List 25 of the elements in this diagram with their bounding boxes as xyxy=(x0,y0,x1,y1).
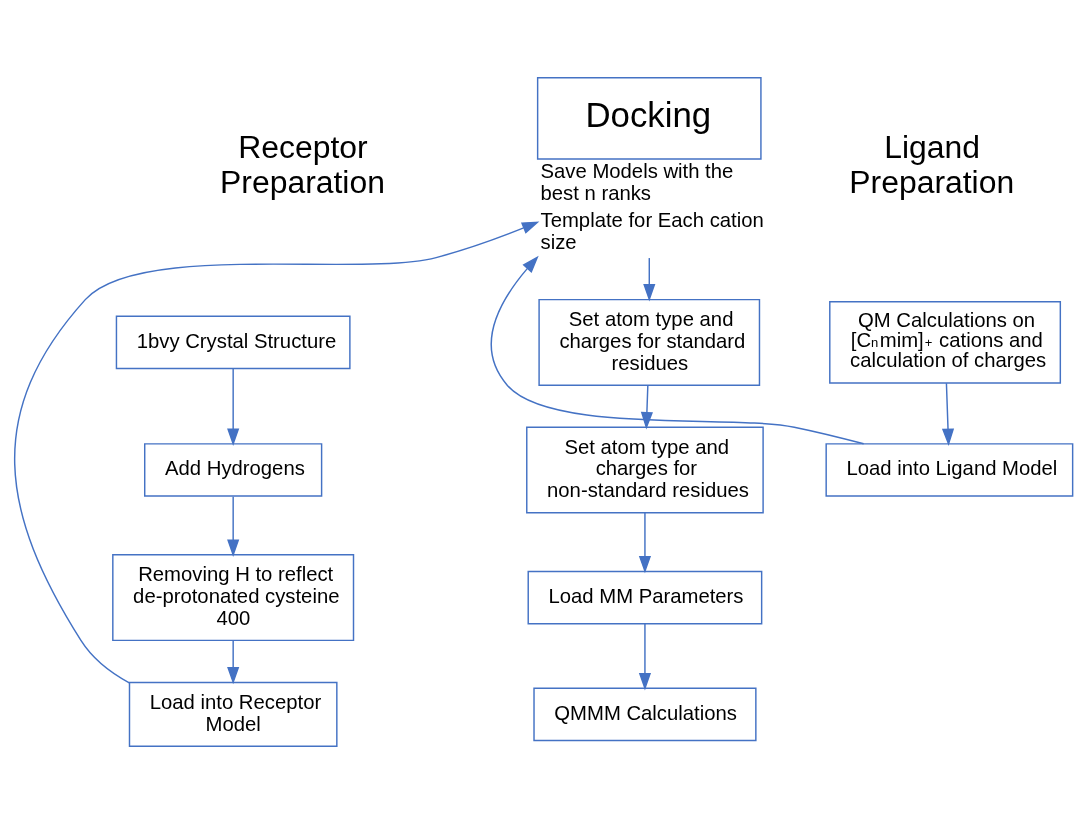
node-box: Add Hydrogens xyxy=(144,442,323,497)
arrow xyxy=(490,255,865,445)
node-box: Load into Receptor Model xyxy=(128,681,338,747)
arrow xyxy=(638,511,652,573)
node-box: Load MM Parameters xyxy=(527,570,763,624)
node-box: 1bvy Crystal Structure xyxy=(115,315,351,369)
label: Ligand Preparation xyxy=(849,128,1015,200)
node-box: Load into Ligand Model xyxy=(825,442,1074,497)
node-box: Set atom type and charges for non-standard residues xyxy=(526,426,764,513)
arrow xyxy=(640,384,653,429)
node-box: QMMM Calculations xyxy=(533,686,757,741)
node-box: Removing H to reflect de-protonated cysteine 400 xyxy=(112,553,355,641)
node-label: Save Models with the best n ranks xyxy=(540,159,734,204)
node-label: Template for Each cation size xyxy=(540,208,764,253)
arrow xyxy=(227,639,240,684)
arrow xyxy=(643,256,656,302)
arrow xyxy=(14,221,540,684)
arrow xyxy=(227,367,240,446)
node-box: Set atom type and charges for standard residues xyxy=(538,298,761,386)
arrow xyxy=(941,382,955,446)
node-box: Docking xyxy=(536,76,762,160)
arrow xyxy=(638,622,652,690)
node-box: QM Calculations on [Cnmim]+ cations and calculation of charges xyxy=(829,300,1062,384)
arrow xyxy=(227,495,240,557)
label: Receptor Preparation xyxy=(220,128,385,200)
